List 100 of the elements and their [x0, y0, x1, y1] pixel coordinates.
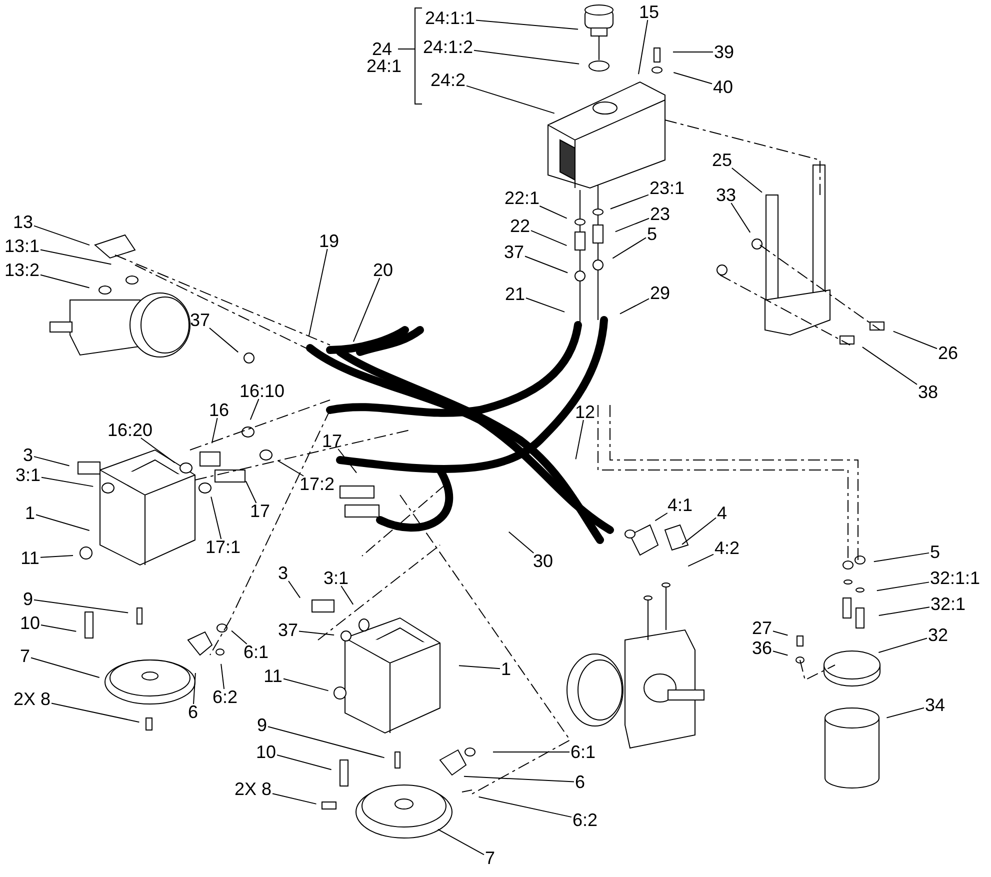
leader-line — [673, 72, 712, 84]
leader-line — [40, 624, 77, 632]
leader-line — [539, 206, 568, 219]
callout-number: 20 — [372, 261, 394, 279]
leader-line — [34, 225, 90, 246]
callout-number: 1 — [25, 504, 35, 522]
callout-number: 29 — [650, 284, 670, 302]
callout-number: 9 — [257, 716, 267, 734]
leader-line — [245, 480, 257, 504]
leader-line — [772, 650, 788, 656]
leader-line — [575, 420, 584, 460]
leader-line — [878, 638, 928, 653]
leader-line — [466, 85, 555, 114]
callout-number: 37 — [190, 311, 210, 329]
callout-number: 23 — [650, 205, 670, 223]
leader-line — [140, 438, 176, 464]
callout-number: 24:1:1 — [424, 9, 476, 27]
callout-number: 3:1 — [15, 466, 41, 484]
callout-number: 24:2 — [430, 71, 466, 89]
callout-number: 22 — [510, 217, 530, 235]
leader-line — [40, 249, 112, 265]
leader-line — [524, 256, 568, 274]
leader-line — [268, 726, 385, 758]
leader-line — [458, 665, 500, 670]
leader-line — [352, 278, 380, 342]
leader-line — [619, 298, 650, 314]
callout-number: 6 — [575, 773, 585, 791]
leader-line — [210, 496, 222, 540]
callout-number: 24:1:2 — [422, 38, 474, 56]
leader-line — [476, 20, 579, 30]
leader-line — [886, 707, 924, 718]
leader-line — [892, 330, 938, 350]
leader-line — [478, 796, 572, 818]
leader-line — [878, 606, 930, 616]
callout-number: 6:1 — [243, 643, 269, 661]
callout-number: 38 — [918, 383, 938, 401]
leader-line — [36, 514, 90, 531]
callout-number: 3 — [278, 564, 288, 582]
callout-number: 10 — [256, 743, 276, 761]
leader-line — [682, 517, 716, 545]
callout-number: 1 — [501, 660, 511, 678]
callout-number: 5 — [647, 225, 657, 243]
callout-number: 12 — [574, 403, 596, 421]
leader-line — [272, 793, 317, 804]
callout-number: 2X 8 — [13, 690, 51, 708]
leader-line — [40, 555, 74, 558]
callout-number: 13 — [12, 213, 34, 231]
callout-number: 4:1 — [667, 496, 693, 514]
leader-line — [638, 20, 648, 75]
callout-number: 25 — [712, 151, 732, 169]
leader-line — [730, 202, 751, 233]
leader-line — [862, 346, 918, 385]
callout-number: 22:1 — [504, 189, 540, 207]
callout-number: 39 — [714, 43, 734, 61]
leader-line — [508, 531, 534, 554]
leader-line — [34, 456, 70, 466]
callout-number: 32:1 — [930, 595, 966, 613]
callout-number: 24:1 — [366, 57, 402, 75]
callout-number: 21 — [504, 285, 526, 303]
callout-number: 3 — [23, 446, 33, 464]
callout-number: 5 — [930, 543, 940, 561]
callout-number: 15 — [638, 3, 660, 21]
callout-number: 6 — [188, 703, 198, 721]
callout-number: 2X 8 — [234, 780, 272, 798]
callout-number: 4:2 — [714, 539, 740, 557]
callout-number: 11 — [264, 667, 282, 685]
callout-number: 11 — [20, 549, 40, 567]
callout-number: 34 — [924, 696, 946, 714]
callout-number: 27 — [752, 619, 772, 637]
callout-number: 7 — [485, 849, 495, 867]
callout-number: 13:2 — [4, 261, 40, 279]
callout-number: 4 — [717, 504, 727, 522]
callout-number: 33 — [716, 186, 736, 204]
callout-number: 23:1 — [649, 179, 685, 197]
leader-line — [30, 657, 100, 678]
leader-line — [338, 448, 358, 474]
leader-line — [308, 248, 328, 337]
callout-number: 7 — [20, 647, 30, 665]
leader-line — [288, 580, 301, 598]
leader-line — [340, 586, 354, 605]
callout-number: 24 — [372, 40, 392, 58]
leader-line — [654, 512, 668, 522]
callout-number: 17 — [322, 432, 342, 450]
leader-line — [772, 630, 788, 636]
leader-line — [40, 274, 90, 288]
callout-number: 17:2 — [299, 475, 335, 493]
callout-number: 32 — [928, 626, 948, 644]
leader-line — [231, 630, 248, 644]
callout-number: 37 — [278, 621, 298, 639]
leader-line — [208, 328, 239, 353]
leader-line — [612, 237, 646, 259]
leader-line — [283, 678, 329, 692]
callout-number: 30 — [532, 552, 554, 570]
leader-line — [41, 476, 94, 487]
leader-line — [34, 599, 129, 614]
callout-number: 16:10 — [239, 382, 285, 400]
leader-line — [873, 552, 930, 562]
callout-number: 9 — [23, 590, 33, 608]
leader-line — [474, 50, 580, 64]
callout-number: 17:1 — [205, 538, 241, 556]
